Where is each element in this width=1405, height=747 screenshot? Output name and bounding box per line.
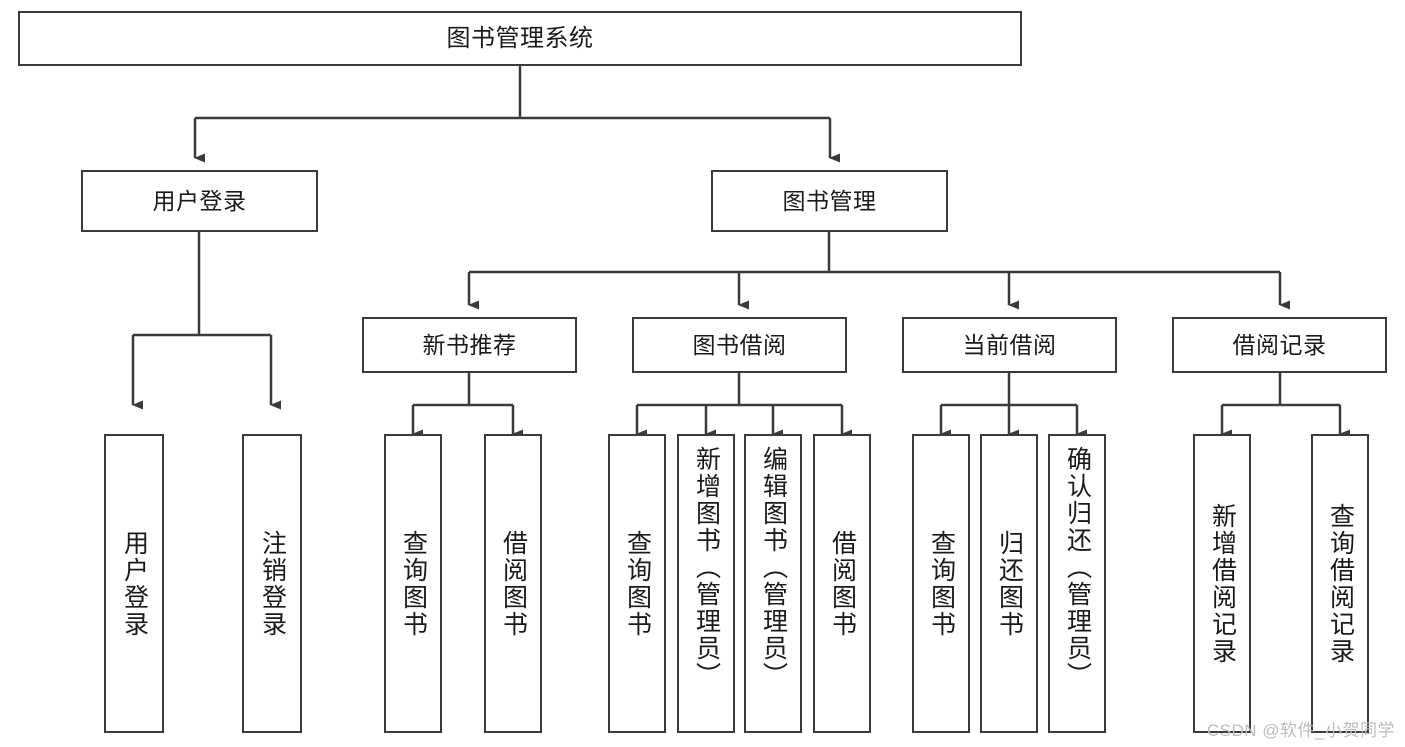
node-label: 图书管理 <box>782 187 877 214</box>
node-label: 借阅记录 <box>1232 331 1327 358</box>
leaf-borrow-query-book[interactable]: 查询图书 <box>608 434 666 733</box>
node-label: 新书推荐 <box>422 331 517 358</box>
node-new-book-recommendation[interactable]: 新书推荐 <box>362 317 577 373</box>
leaf-borrow-borrow-book[interactable]: 借阅图书 <box>813 434 871 733</box>
leaf-record-add-borrow-record[interactable]: 新增借阅记录 <box>1193 434 1251 733</box>
leaf-borrow-add-book-admin[interactable]: 新增图书（管理员） <box>677 434 735 733</box>
node-label: 图书管理系统 <box>446 24 594 52</box>
node-label: 归还图书 <box>995 529 1024 638</box>
leaf-current-query-book[interactable]: 查询图书 <box>912 434 970 733</box>
node-label: 用户登录 <box>152 187 247 214</box>
node-label: 新增借阅记录 <box>1208 502 1237 665</box>
node-label: 借阅图书 <box>828 529 857 638</box>
node-root-book-management-system[interactable]: 图书管理系统 <box>18 11 1022 66</box>
node-label: 查询借阅记录 <box>1326 502 1355 665</box>
node-label: 编辑图书（管理员） <box>759 446 788 689</box>
node-label: 查询图书 <box>927 529 956 638</box>
node-label: 注销登录 <box>258 529 287 638</box>
leaf-user-login-login[interactable]: 用户登录 <box>104 434 164 733</box>
node-label: 借阅图书 <box>499 529 528 638</box>
leaf-record-query-borrow-record[interactable]: 查询借阅记录 <box>1311 434 1369 733</box>
node-book-borrowing[interactable]: 图书借阅 <box>632 317 847 373</box>
node-label: 查询图书 <box>623 529 652 638</box>
leaf-user-login-logout[interactable]: 注销登录 <box>242 434 302 733</box>
node-user-login[interactable]: 用户登录 <box>81 170 318 232</box>
node-label: 确认归还（管理员） <box>1063 446 1092 689</box>
leaf-new-book-borrow-book[interactable]: 借阅图书 <box>484 434 542 733</box>
leaf-new-book-query-book[interactable]: 查询图书 <box>384 434 442 733</box>
node-label: 新增图书（管理员） <box>692 446 721 689</box>
node-label: 用户登录 <box>120 529 149 638</box>
node-book-management[interactable]: 图书管理 <box>711 170 948 232</box>
node-label: 查询图书 <box>399 529 428 638</box>
node-label: 当前借阅 <box>962 331 1057 358</box>
leaf-borrow-edit-book-admin[interactable]: 编辑图书（管理员） <box>744 434 802 733</box>
node-label: 图书借阅 <box>692 331 787 358</box>
node-borrowing-record[interactable]: 借阅记录 <box>1172 317 1387 373</box>
node-current-borrowing[interactable]: 当前借阅 <box>902 317 1117 373</box>
leaf-current-confirm-return-admin[interactable]: 确认归还（管理员） <box>1048 434 1106 733</box>
leaf-current-return-book[interactable]: 归还图书 <box>980 434 1038 733</box>
